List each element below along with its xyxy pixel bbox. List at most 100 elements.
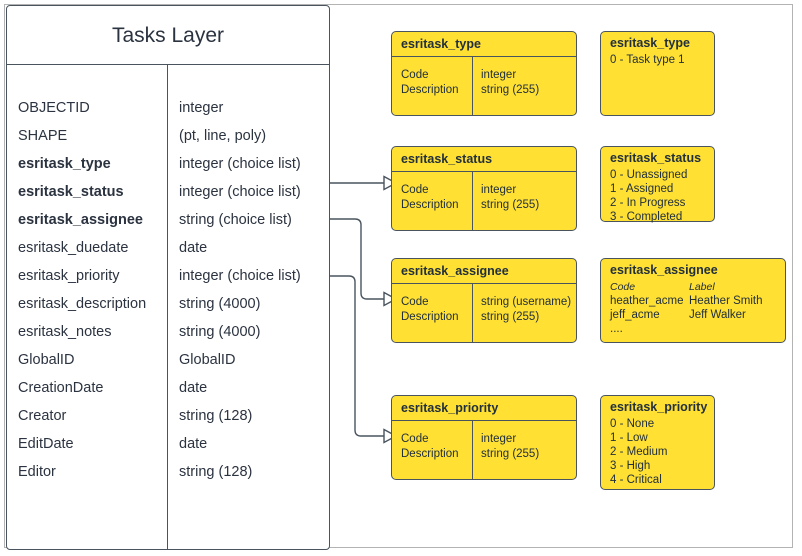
list-item: 1 - Assigned: [610, 183, 674, 195]
domain-box-assignee: esritask_assignee Code Description strin…: [391, 258, 577, 343]
entity-column-divider: [167, 65, 168, 549]
domain-code-labels: Code Description: [401, 68, 459, 98]
domain-label-code: Code: [401, 433, 429, 445]
field-type: date: [179, 436, 208, 452]
table-row: esritask_notes string (4000): [7, 318, 329, 346]
domain-type-code: integer: [481, 184, 517, 196]
domain-label-code: Code: [401, 69, 429, 81]
list-item: 0 - None: [610, 418, 655, 430]
domain-code-types: integer string (255): [481, 183, 539, 213]
domain-type-description: string (255): [481, 84, 540, 96]
entity-body: OBJECTID integer SHAPE (pt, line, poly) …: [7, 65, 329, 549]
field-type: (pt, line, poly): [179, 128, 267, 144]
field-name: SHAPE: [18, 128, 68, 144]
field-name: esritask_status: [18, 184, 124, 200]
list-item: 3 - Completed: [610, 211, 683, 223]
values-title-type: esritask_type: [610, 36, 690, 50]
field-type: GlobalID: [179, 352, 236, 368]
field-type: string (4000): [179, 296, 261, 312]
field-name: OBJECTID: [18, 100, 90, 116]
table-row: esritask_assignee string (choice list): [7, 206, 329, 234]
domain-type-code: string (username): [481, 296, 572, 308]
domain-code-labels: Code Description: [401, 295, 459, 325]
domain-box-status: esritask_status Code Description integer…: [391, 146, 577, 231]
values-assignee-codes: Code heather_acme jeff_acme ....: [610, 280, 684, 336]
domain-label-code: Code: [401, 184, 429, 196]
table-row: Editor string (128): [7, 458, 329, 486]
field-type: integer: [179, 100, 224, 116]
field-name: esritask_type: [18, 156, 111, 172]
field-type: date: [179, 240, 208, 256]
values-title-assignee: esritask_assignee: [610, 263, 718, 277]
domain-title-type: esritask_type: [392, 32, 576, 57]
field-type: string (128): [179, 464, 253, 480]
table-row: CreationDate date: [7, 374, 329, 402]
list-item: 4 - Critical: [610, 474, 662, 486]
page-title: Tasks Layer: [7, 6, 329, 65]
values-list-priority: 0 - None 1 - Low 2 - Medium 3 - High 4 -…: [610, 417, 668, 487]
domain-box-type: esritask_type Code Description integer s…: [391, 31, 577, 116]
list-item: Heather Smith: [689, 295, 763, 307]
list-item: Jeff Walker: [689, 309, 746, 321]
values-box-type: esritask_type 0 - Task type 1: [600, 31, 715, 116]
values-box-assignee: esritask_assignee Code heather_acme jeff…: [600, 258, 786, 343]
values-title-status: esritask_status: [610, 151, 702, 165]
field-type: string (choice list): [179, 212, 292, 228]
domain-code-types: integer string (255): [481, 432, 539, 462]
field-name: esritask_priority: [18, 268, 120, 284]
field-name: esritask_notes: [18, 324, 112, 340]
domain-label-code: Code: [401, 296, 429, 308]
field-name: esritask_duedate: [18, 240, 129, 256]
list-item: 3 - High: [610, 460, 651, 472]
values-assignee-labels: Label Heather Smith Jeff Walker: [689, 280, 763, 322]
domain-label-description: Description: [401, 199, 459, 211]
list-item: heather_acme: [610, 295, 684, 307]
table-row: esritask_status integer (choice list): [7, 178, 329, 206]
tasks-layer-entity: Tasks Layer OBJECTID integer SHAPE (pt, …: [6, 5, 330, 550]
domain-column-divider: [472, 172, 473, 230]
table-row: GlobalID GlobalID: [7, 346, 329, 374]
field-type: integer (choice list): [179, 156, 301, 172]
field-type: string (4000): [179, 324, 261, 340]
list-item: jeff_acme: [610, 309, 660, 321]
domain-column-divider: [472, 57, 473, 115]
domain-column-divider: [472, 284, 473, 342]
values-box-status: esritask_status 0 - Unassigned 1 - Assig…: [600, 146, 715, 224]
field-list: OBJECTID integer SHAPE (pt, line, poly) …: [7, 94, 329, 486]
values-list-status: 0 - Unassigned 1 - Assigned 2 - In Progr…: [610, 168, 687, 224]
values-box-priority: esritask_priority 0 - None 1 - Low 2 - M…: [600, 395, 715, 490]
field-name: Editor: [18, 464, 56, 480]
page-frame: [4, 4, 793, 548]
column-header-label: Label: [689, 281, 715, 293]
domain-type-code: integer: [481, 69, 517, 81]
domain-type-code: integer: [481, 433, 517, 445]
list-item: 2 - Medium: [610, 446, 668, 458]
list-item: 1 - Low: [610, 432, 648, 444]
domain-label-description: Description: [401, 84, 459, 96]
domain-code-types: integer string (255): [481, 68, 539, 98]
field-name: esritask_assignee: [18, 212, 143, 228]
field-name: CreationDate: [18, 380, 104, 396]
values-list-type: 0 - Task type 1: [610, 53, 685, 67]
list-item: 0 - Task type 1: [610, 54, 685, 66]
domain-title-assignee: esritask_assignee: [392, 259, 576, 284]
table-row: EditDate date: [7, 430, 329, 458]
domain-title-priority: esritask_priority: [392, 396, 576, 421]
domain-type-description: string (255): [481, 199, 540, 211]
domain-column-divider: [472, 421, 473, 479]
domain-code-labels: Code Description: [401, 183, 459, 213]
list-item: 2 - In Progress: [610, 197, 686, 209]
table-row: SHAPE (pt, line, poly): [7, 122, 329, 150]
table-row: esritask_duedate date: [7, 234, 329, 262]
column-header-code: Code: [610, 281, 636, 293]
field-name: GlobalID: [18, 352, 75, 368]
list-item: ....: [610, 323, 623, 335]
values-title-priority: esritask_priority: [610, 400, 708, 414]
table-row: Creator string (128): [7, 402, 329, 430]
field-name: esritask_description: [18, 296, 147, 312]
domain-box-priority: esritask_priority Code Description integ…: [391, 395, 577, 480]
domain-code-labels: Code Description: [401, 432, 459, 462]
field-name: Creator: [18, 408, 67, 424]
table-row: esritask_type integer (choice list): [7, 150, 329, 178]
table-row: esritask_priority integer (choice list): [7, 262, 329, 290]
